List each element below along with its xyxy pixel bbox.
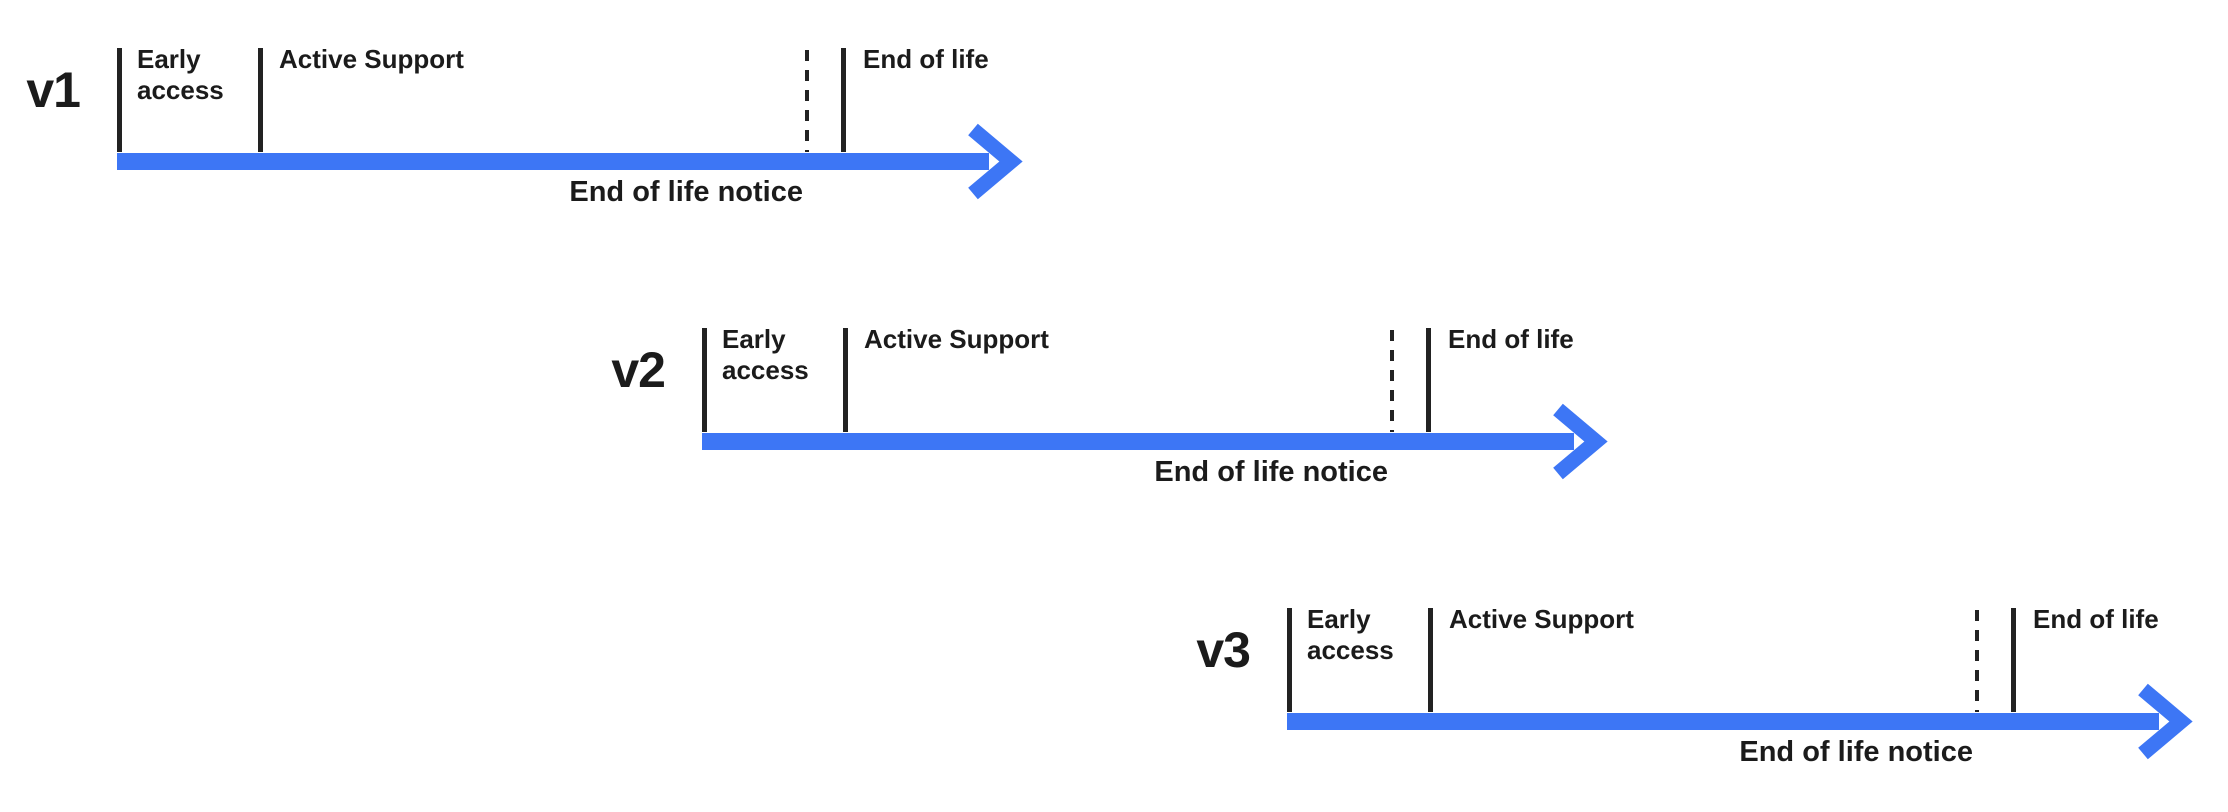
timeline-arrow-shaft [702,433,1574,450]
version-label: v2 [611,342,666,398]
timeline-arrowhead [2138,683,2193,760]
early-access-label: Early access [722,324,809,385]
version-label: v1 [26,62,81,118]
end-of-life-notice-label: End of life notice [569,176,803,208]
timeline-arrowhead [1553,403,1608,480]
timeline-v1-shapes [117,48,1023,200]
timeline-v2: v2 Early access Active Support End of li… [611,324,1632,513]
timeline-v3-shapes [1287,608,2193,760]
end-of-life-notice-label: End of life notice [1739,736,1973,768]
timeline-v3: v3 Early access Active Support End of li… [1196,604,2217,793]
early-access-label: Early access [1307,604,1394,665]
end-of-life-label: End of life [863,44,989,74]
timeline-v2-shapes [702,328,1608,480]
active-support-label: Active Support [864,324,1049,354]
active-support-label: Active Support [279,44,464,74]
end-of-life-label: End of life [2033,604,2159,634]
active-support-label: Active Support [1449,604,1634,634]
end-of-life-notice-label: End of life notice [1154,456,1388,488]
timeline-v1: v1 Early access Active Support End of li… [26,44,1047,233]
version-label: v3 [1196,622,1251,678]
end-of-life-label: End of life [1448,324,1574,354]
early-access-label: Early access [137,44,224,105]
timeline-arrowhead [968,123,1023,200]
timeline-arrow-shaft [117,153,989,170]
timeline-arrow-shaft [1287,713,2159,730]
